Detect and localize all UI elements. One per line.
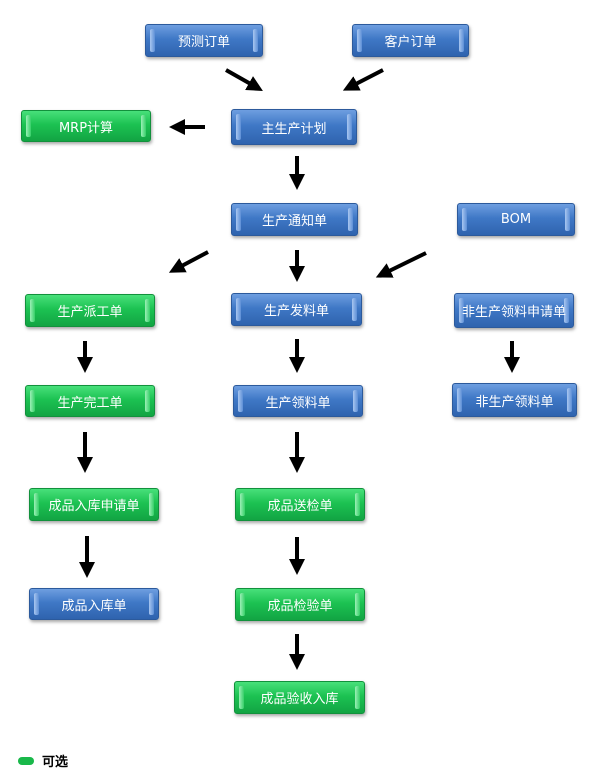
node-label: 成品检验单 [267, 599, 333, 614]
node-label: 生产领料单 [265, 395, 331, 411]
node-label: 生产通知单 [261, 214, 327, 229]
node-dispatch-order[interactable]: 生产派工单 [25, 294, 155, 327]
node-label: 成品验收入库 [260, 692, 339, 707]
legend: 可选 [18, 751, 68, 770]
node-label: 非生产领料单 [475, 394, 554, 410]
node-fg-inspection[interactable]: 成品检验单 [235, 588, 365, 621]
node-mrp-calc[interactable]: MRP计算 [21, 110, 151, 142]
arrow-notice-to-dispatch [168, 250, 209, 273]
node-label: 成品入库单 [61, 598, 127, 614]
node-fg-accept-inbound[interactable]: 成品验收入库 [234, 681, 365, 714]
node-label: 生产派工单 [57, 305, 123, 320]
node-non-prod-request[interactable]: 非生产领料申请单 [454, 293, 574, 328]
node-label: MRP计算 [58, 120, 114, 136]
node-master-plan[interactable]: 主生产计划 [231, 109, 357, 145]
node-fg-inbound-request[interactable]: 成品入库申请单 [29, 488, 159, 521]
node-label: 客户订单 [384, 35, 437, 50]
node-production-notice[interactable]: 生产通知单 [231, 203, 358, 236]
node-fg-inspection-send[interactable]: 成品送检单 [235, 488, 365, 521]
node-bom[interactable]: BOM [457, 203, 575, 236]
node-material-requisition[interactable]: 生产领料单 [233, 385, 363, 417]
node-label: 生产发料单 [263, 304, 329, 319]
node-label: 成品入库申请单 [48, 499, 140, 514]
node-label: 成品送检单 [267, 499, 333, 514]
node-label: 预测订单 [177, 35, 230, 50]
node-forecast-order[interactable]: 预测订单 [145, 24, 263, 57]
arrow-customer-to-plan [342, 68, 384, 91]
legend-optional-label: 可选 [42, 755, 69, 770]
node-non-prod-requisition[interactable]: 非生产领料单 [452, 383, 577, 417]
node-label: BOM [500, 212, 532, 227]
node-fg-inbound[interactable]: 成品入库单 [29, 588, 159, 620]
arrow-bom-to-issue [375, 251, 427, 278]
node-material-issue[interactable]: 生产发料单 [231, 293, 362, 326]
node-customer-order[interactable]: 客户订单 [352, 24, 469, 57]
arrow-forecast-to-plan [225, 68, 263, 91]
node-label: 生产完工单 [57, 395, 123, 411]
node-completion-order[interactable]: 生产完工单 [25, 385, 155, 417]
legend-optional-swatch [18, 756, 34, 765]
node-label: 非生产领料申请单 [461, 305, 566, 320]
node-label: 主生产计划 [261, 121, 327, 137]
